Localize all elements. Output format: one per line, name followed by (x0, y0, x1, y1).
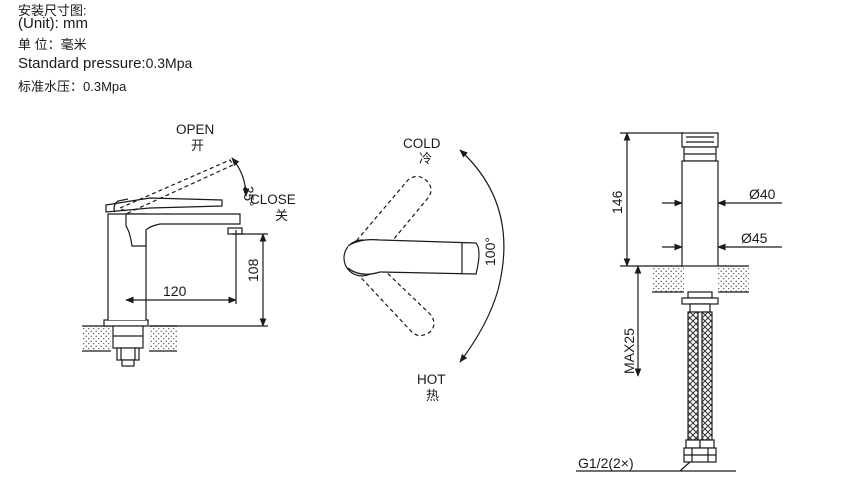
label-cold-cn: 冷 (419, 151, 432, 166)
label-close-en: CLOSE (250, 192, 296, 207)
label-close-cn: 关 (275, 208, 288, 223)
dim-diameter-45: Ø45 (741, 230, 768, 246)
dim-max-25: MAX25 (621, 328, 637, 374)
label-angle-100: 100° (482, 237, 498, 266)
pressure-value: 0.3Mpa (145, 55, 193, 71)
label-hot-en: HOT (417, 372, 446, 387)
dim-height-108: 108 (245, 258, 261, 282)
dim-height-146: 146 (609, 190, 625, 214)
front-view (576, 132, 782, 472)
thread-spec: G1/2(2×) (578, 455, 634, 471)
unit-label-cn: 单 位：毫米 (18, 37, 87, 52)
dim-reach-120: 120 (163, 283, 187, 299)
unit-label-en: (Unit): mm (18, 15, 88, 32)
top-view (343, 149, 505, 363)
label-cold-en: COLD (403, 136, 441, 151)
drawing-title: 安装尺寸图: (18, 3, 87, 18)
label-open-en: OPEN (176, 122, 214, 137)
pressure-label: Standard pressure: (18, 55, 146, 72)
label-angle-25: 25° (241, 186, 256, 206)
side-view (82, 157, 268, 367)
label-open-cn: 开 (191, 138, 204, 153)
dim-diameter-40: Ø40 (749, 186, 776, 202)
label-hot-cn: 热 (426, 388, 439, 403)
standard-pressure-cn: 标准水压：0.3Mpa (18, 79, 127, 94)
standard-pressure-en: Standard pressure:0.3Mpa (18, 55, 192, 73)
